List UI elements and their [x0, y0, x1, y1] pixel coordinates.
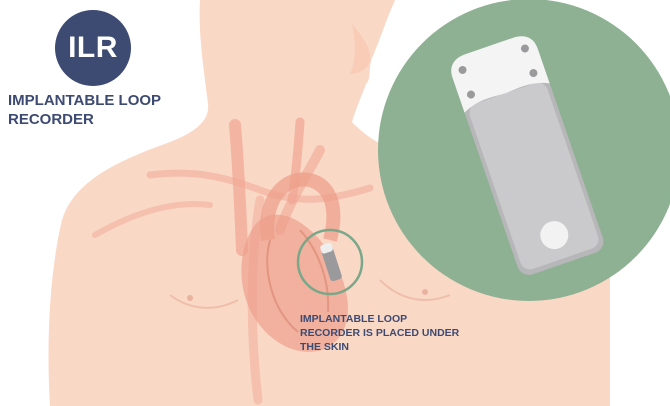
ilr-badge: ILR: [55, 10, 131, 86]
right-nipple: [422, 289, 428, 295]
page-title: IMPLANTABLE LOOP RECORDER: [8, 91, 208, 129]
left-nipple: [187, 295, 193, 301]
placement-caption: IMPLANTABLE LOOP RECORDER IS PLACED UNDE…: [300, 312, 500, 354]
